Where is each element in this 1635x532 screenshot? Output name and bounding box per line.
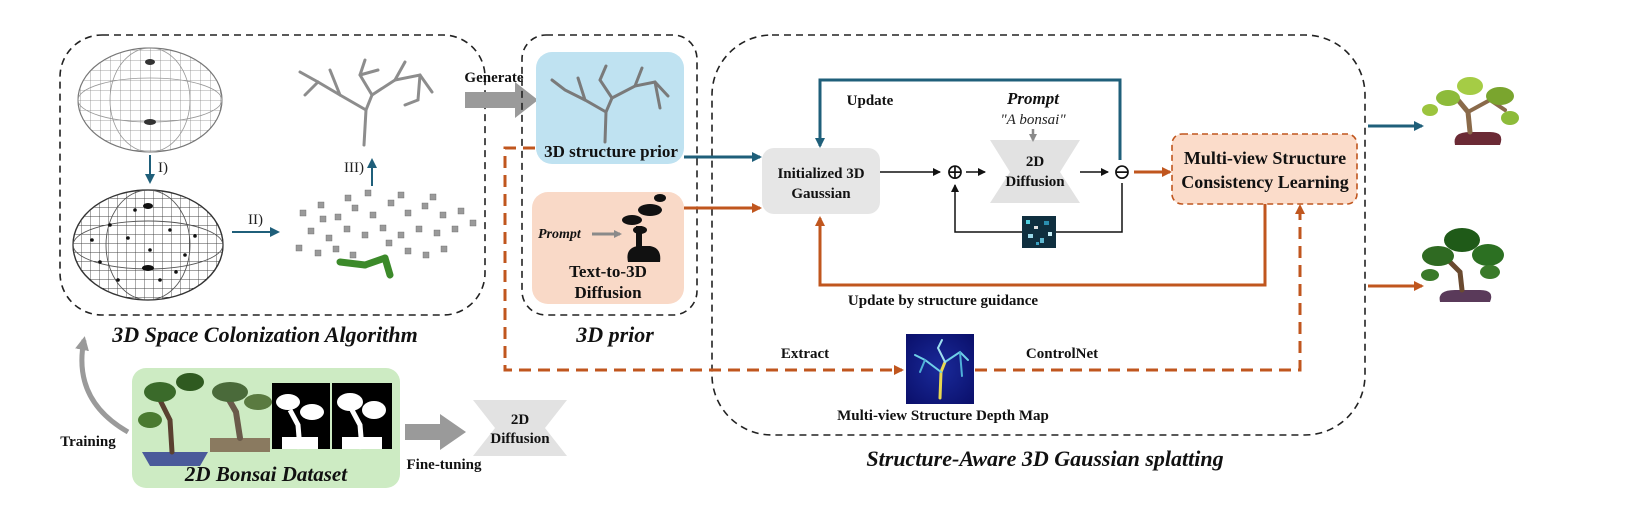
diffusion-2d-bottom-label-2: Diffusion <box>490 431 550 447</box>
update-label: Update <box>847 93 894 109</box>
text-to-3d-label-1: Text-to-3D <box>569 262 647 281</box>
initialized-gaussian-label-2: Gaussian <box>791 186 851 202</box>
splatting-title: Structure-Aware 3D Gaussian splatting <box>866 446 1223 471</box>
diffusion-2d-label-2: Diffusion <box>1005 174 1065 190</box>
minus-icon: ⊖ <box>1113 159 1131 184</box>
step3-label: III) <box>344 160 364 176</box>
step1-label: I) <box>158 160 168 176</box>
step2-label: II) <box>248 212 263 228</box>
extract-label: Extract <box>781 346 829 362</box>
controlnet-dashed-arrow <box>975 204 1305 372</box>
controlnet-label: ControlNet <box>1026 346 1098 362</box>
dataset-title: 2D Bonsai Dataset <box>184 462 348 486</box>
depth-map-label: Multi-view Structure Depth Map <box>837 408 1049 424</box>
splatting-dashed-box <box>711 34 1366 436</box>
diffusion-2d-shape <box>990 140 1080 203</box>
output-bonsai-1-image <box>1422 77 1519 145</box>
structure-prior-box <box>536 52 684 164</box>
wireframe-sphere-icon <box>77 47 223 153</box>
dataset-mask-1 <box>272 383 330 450</box>
dataset-bonsai-photo-2 <box>210 382 272 452</box>
attraction-points-sphere-icon <box>72 189 224 301</box>
prompt-small-label: Prompt <box>538 227 582 242</box>
noise-image-icon <box>1022 216 1056 248</box>
tree-skeleton-icon <box>298 58 434 147</box>
multiview-label-2: Consistency Learning <box>1181 172 1349 192</box>
plus-icon: ⊕ <box>946 159 964 184</box>
text-to-3d-label-2: Diffusion <box>574 283 642 302</box>
structure-guidance-arrow <box>815 204 1267 287</box>
output-bonsai-2-image <box>1421 228 1504 302</box>
generate-arrow <box>465 82 538 118</box>
colonization-dashed-box <box>59 34 486 316</box>
multiview-label-1: Multi-view Structure <box>1184 148 1346 168</box>
extract-dashed-arrow <box>503 146 904 375</box>
initialized-gaussian-box <box>762 148 880 214</box>
prompt-text: "A bonsai" <box>1000 112 1066 128</box>
generate-label: Generate <box>464 70 523 86</box>
colonization-title: 3D Space Colonization Algorithm <box>111 322 417 347</box>
prior-title: 3D prior <box>575 322 654 347</box>
prior-dashed-box <box>521 34 698 316</box>
dataset-bonsai-photo-1 <box>138 373 208 466</box>
diffusion-2d-bottom-shape <box>473 400 567 456</box>
diffusion-2d-label-1: 2D <box>1026 154 1045 170</box>
depth-map-image <box>906 334 974 404</box>
training-arrow <box>75 336 130 435</box>
structure-prior-label: 3D structure prior <box>544 142 678 161</box>
multiview-consistency-box <box>1171 133 1358 205</box>
dataset-mask-2 <box>332 383 392 450</box>
branch-growth-icon <box>336 254 394 279</box>
training-label: Training <box>60 434 116 450</box>
point-cloud-icon <box>295 189 477 259</box>
structure-tree-icon <box>550 64 670 144</box>
diffusion-2d-bottom-label-1: 2D <box>511 412 530 428</box>
finetuning-label: Fine-tuning <box>406 457 482 473</box>
update-loop-arrow <box>815 78 1122 160</box>
initialized-gaussian-label-1: Initialized 3D <box>777 166 864 182</box>
finetuning-arrow <box>405 414 466 450</box>
text-to-3d-box <box>532 192 684 304</box>
prompt-title: Prompt <box>1006 89 1060 108</box>
structure-guidance-label: Update by structure guidance <box>848 293 1038 309</box>
bonsai-silhouette-icon <box>622 194 666 262</box>
